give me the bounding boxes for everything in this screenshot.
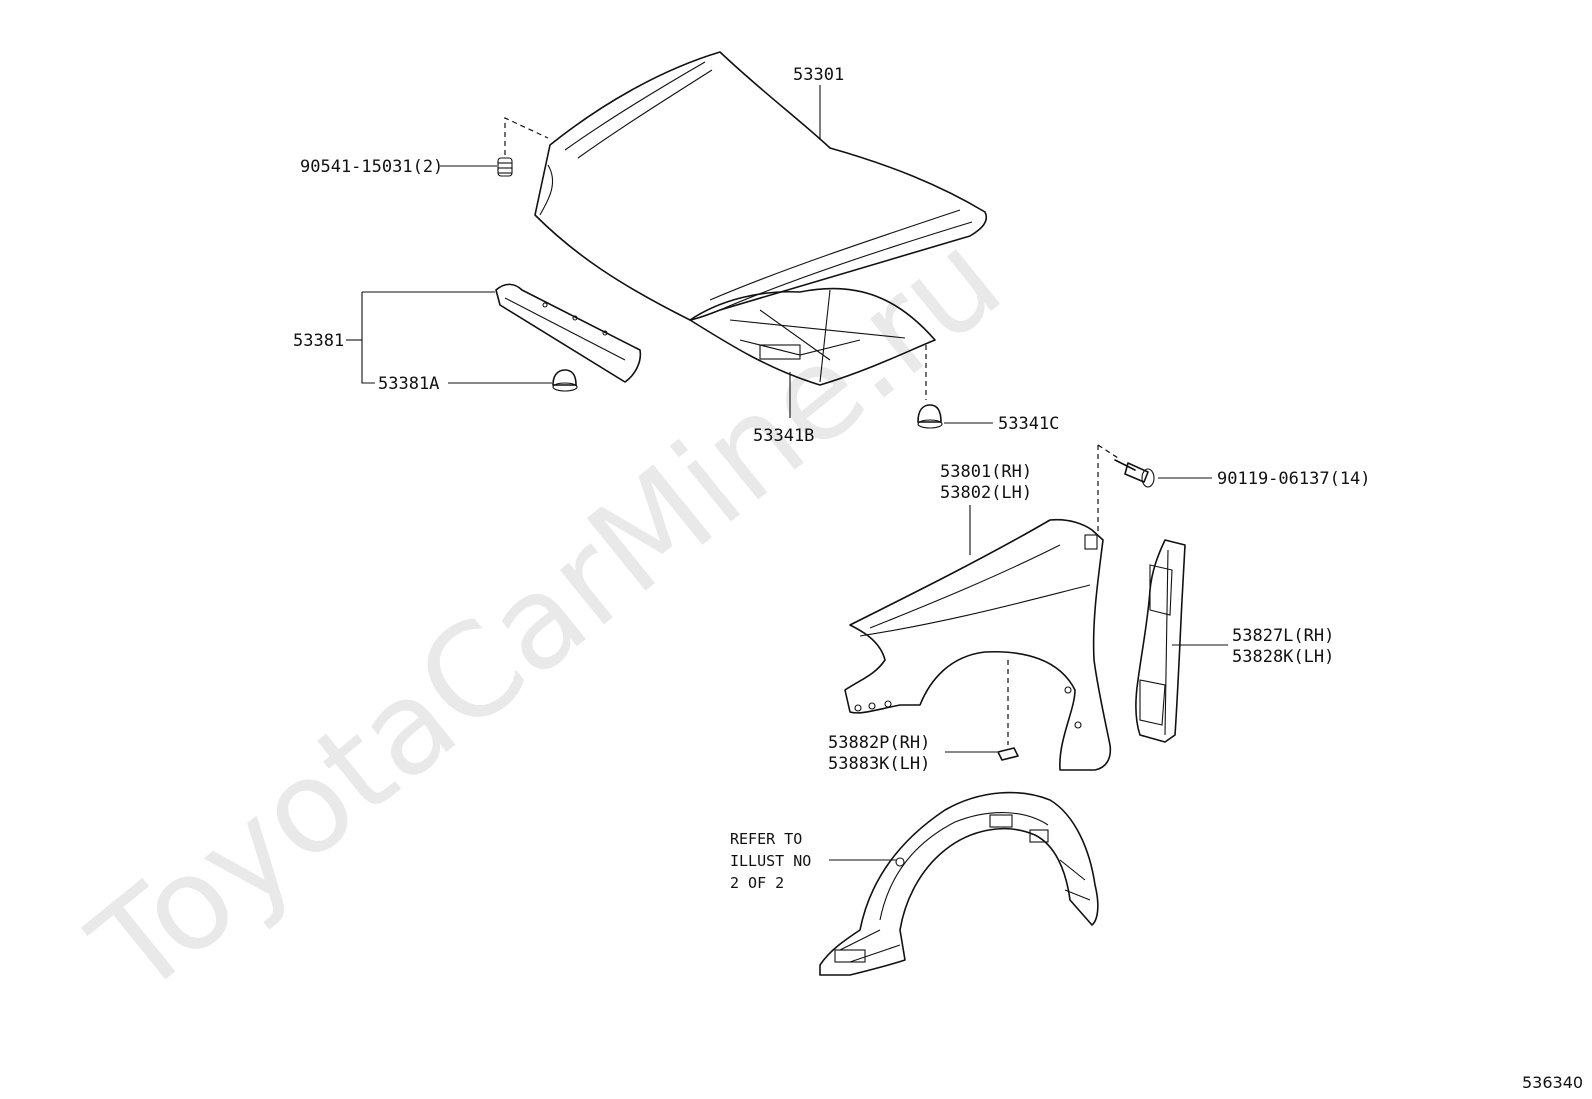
hood-bumper-drawing	[497, 117, 549, 177]
label-hood-seal: 53381	[293, 331, 344, 351]
watermark: ToyotaCarMine.ru	[65, 205, 1029, 1025]
label-seal-clip: 53381A	[378, 374, 439, 394]
fender-bolt-drawing	[1097, 444, 1155, 535]
hood-seal-drawing	[495, 283, 642, 383]
label-pad-lh: 53883K(LH)	[828, 754, 930, 774]
hood-drawing	[534, 51, 988, 386]
label-hood: 53301	[793, 65, 844, 85]
label-fender-rh: 53801(RH)	[940, 462, 1032, 482]
label-insulator-clip: 53341C	[998, 414, 1059, 434]
label-fender-bolt: 90119-06137(14)	[1217, 469, 1371, 489]
label-insulator: 53341B	[753, 426, 814, 446]
refer-note-line1: REFER TO	[730, 830, 802, 848]
refer-note-line2: ILLUST NO	[730, 852, 811, 870]
fender-pad-drawing	[997, 660, 1019, 761]
label-hood-bumper: 90541-15031(2)	[300, 157, 443, 177]
label-fender-seal-rh: 53827L(RH)	[1232, 626, 1334, 646]
figure-number: 536340	[1522, 1073, 1583, 1092]
label-fender-lh: 53802(LH)	[940, 483, 1032, 503]
refer-note-line3: 2 OF 2	[730, 874, 784, 892]
fender-drawing	[844, 518, 1112, 771]
label-fender-seal-lh: 53828K(LH)	[1232, 647, 1334, 667]
fender-liner-drawing	[819, 791, 1099, 976]
seal-clip-drawing	[552, 369, 578, 392]
insulator-clip-drawing	[917, 345, 943, 429]
fender-seal-drawing	[1135, 539, 1186, 743]
label-pad-rh: 53882P(RH)	[828, 733, 930, 753]
